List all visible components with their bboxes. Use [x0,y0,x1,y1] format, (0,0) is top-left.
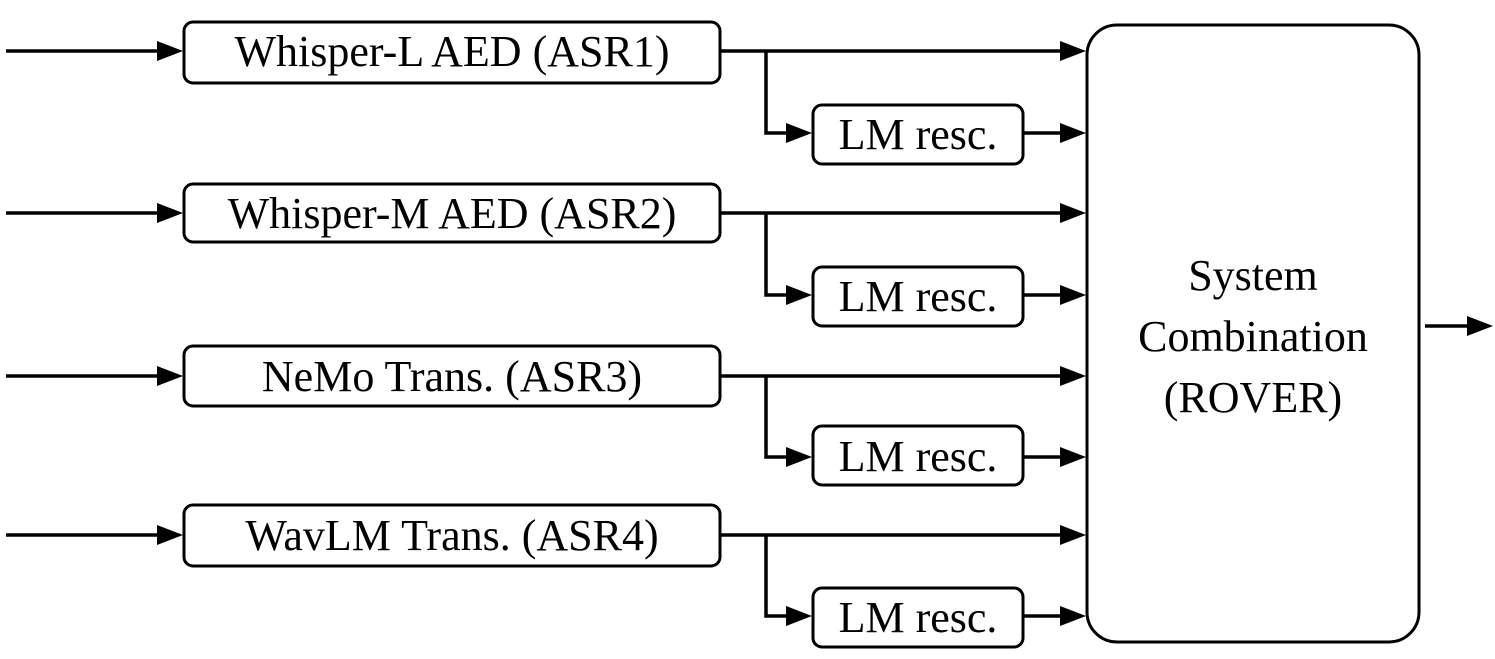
output-arrow [1425,316,1493,336]
branch-line [764,213,790,297]
branch-line [764,51,790,135]
lm-rescoring-label: LM resc. [839,110,998,159]
combination-line-2: Combination [1138,312,1368,361]
lm-rescoring-label: LM resc. [839,593,998,642]
rescore-output-arrowhead [1060,447,1086,467]
combination-line-1: System [1188,251,1318,300]
asr-row-1: Whisper-L AED (ASR1) LM resc. [6,20,1086,166]
lm-rescoring-label: LM resc. [839,432,998,481]
branch-arrowhead [786,606,812,626]
asr-label: Whisper-M AED (ASR2) [228,189,677,238]
system-combination-block: System Combination (ROVER) [1085,23,1421,644]
input-arrowhead [157,203,183,223]
rescore-output-arrowhead [1060,123,1086,143]
combination-line-3: (ROVER) [1164,373,1342,422]
asr-label: NeMo Trans. (ASR3) [262,352,642,401]
input-arrowhead [157,525,183,545]
branch-arrowhead [786,123,812,143]
system-combination-box [1085,23,1421,644]
input-arrowhead [157,366,183,386]
asr-output-arrowhead [1060,203,1086,223]
asr-row-3: NeMo Trans. (ASR3) LM resc. [6,344,1086,487]
rescore-output-arrowhead [1060,285,1086,305]
asr-output-arrowhead [1060,525,1086,545]
branch-arrowhead [786,285,812,305]
branch-arrowhead [786,447,812,467]
lm-rescoring-label: LM resc. [839,272,998,321]
input-arrowhead [157,41,183,61]
asr-label: Whisper-L AED (ASR1) [235,27,670,76]
branch-line [764,535,790,618]
output-arrowhead [1467,316,1493,336]
asr-row-4: WavLM Trans. (ASR4) LM resc. [6,503,1086,649]
asr-output-arrowhead [1060,41,1086,61]
asr-row-2: Whisper-M AED (ASR2) LM resc. [6,182,1086,328]
asr-label: WavLM Trans. (ASR4) [245,511,658,560]
rescore-output-arrowhead [1060,606,1086,626]
branch-line [764,376,790,459]
asr-output-arrowhead [1060,366,1086,386]
